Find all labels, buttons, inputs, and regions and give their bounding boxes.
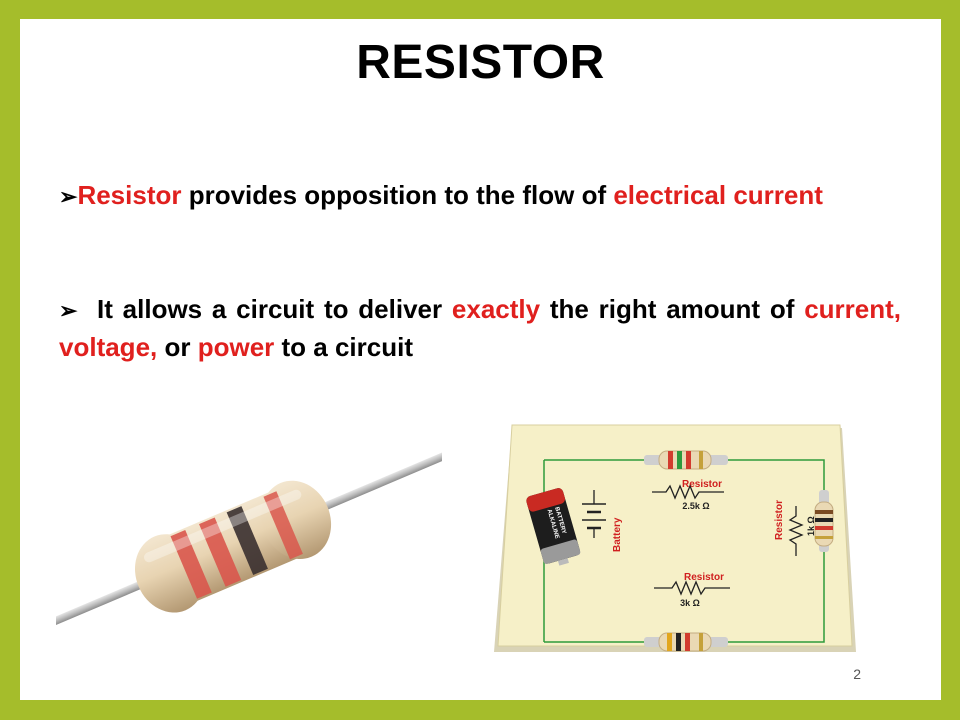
page-number: 2 bbox=[853, 666, 861, 682]
bottom-resistor-label: Resistor bbox=[684, 572, 724, 583]
bullet-2-text-c: or bbox=[157, 332, 198, 362]
bullet-arrow-icon: ➢ bbox=[59, 184, 78, 209]
top-resistor-label: Resistor bbox=[682, 479, 722, 490]
top-resistor-icon bbox=[644, 450, 728, 470]
bottom-resistor-value: 3k Ω bbox=[680, 598, 700, 608]
bullet-2: ➢ It allows a circuit to deliver exactly… bbox=[59, 291, 901, 365]
bullet-1-keyword-current: electrical current bbox=[613, 180, 823, 210]
circuit-diagram: Resistor 2.5k Ω Resistor 1k Ω Resistor 3… bbox=[494, 424, 856, 652]
bullet-arrow-icon: ➢ bbox=[59, 298, 78, 323]
bullet-1: ➢Resistor provides opposition to the flo… bbox=[59, 177, 901, 215]
right-resistor-value: 1k Ω bbox=[806, 516, 816, 536]
top-resistor-value: 2.5k Ω bbox=[682, 501, 709, 511]
right-resistor-label: Resistor bbox=[774, 500, 785, 540]
bullet-1-keyword-resistor: Resistor bbox=[77, 180, 182, 210]
bullet-2-keyword-current-voltage: current, voltage, bbox=[59, 294, 901, 362]
bullet-2-keyword-power: power bbox=[197, 332, 275, 362]
slide-title: RESISTOR bbox=[356, 36, 605, 89]
bullet-2-keyword-exactly: exactly bbox=[451, 294, 541, 324]
battery-symbol-icon bbox=[582, 490, 606, 538]
bullet-2-text-b: the right amount of bbox=[540, 294, 805, 324]
battery-label: Battery bbox=[612, 517, 623, 552]
battery-cell-icon: ALKALINE BATTERY bbox=[526, 488, 581, 566]
resistor-photo bbox=[56, 444, 442, 633]
bullet-1-text: provides opposition to the flow of bbox=[181, 180, 614, 210]
slide: RESISTOR ➢Resistor provides opposition t… bbox=[20, 19, 941, 700]
bottom-resistor-icon bbox=[644, 632, 728, 652]
right-resistor-icon bbox=[814, 490, 834, 552]
bullet-2-text-d: to a circuit bbox=[274, 332, 413, 362]
bullet-2-text-a: It allows a circuit to deliver bbox=[77, 294, 452, 324]
